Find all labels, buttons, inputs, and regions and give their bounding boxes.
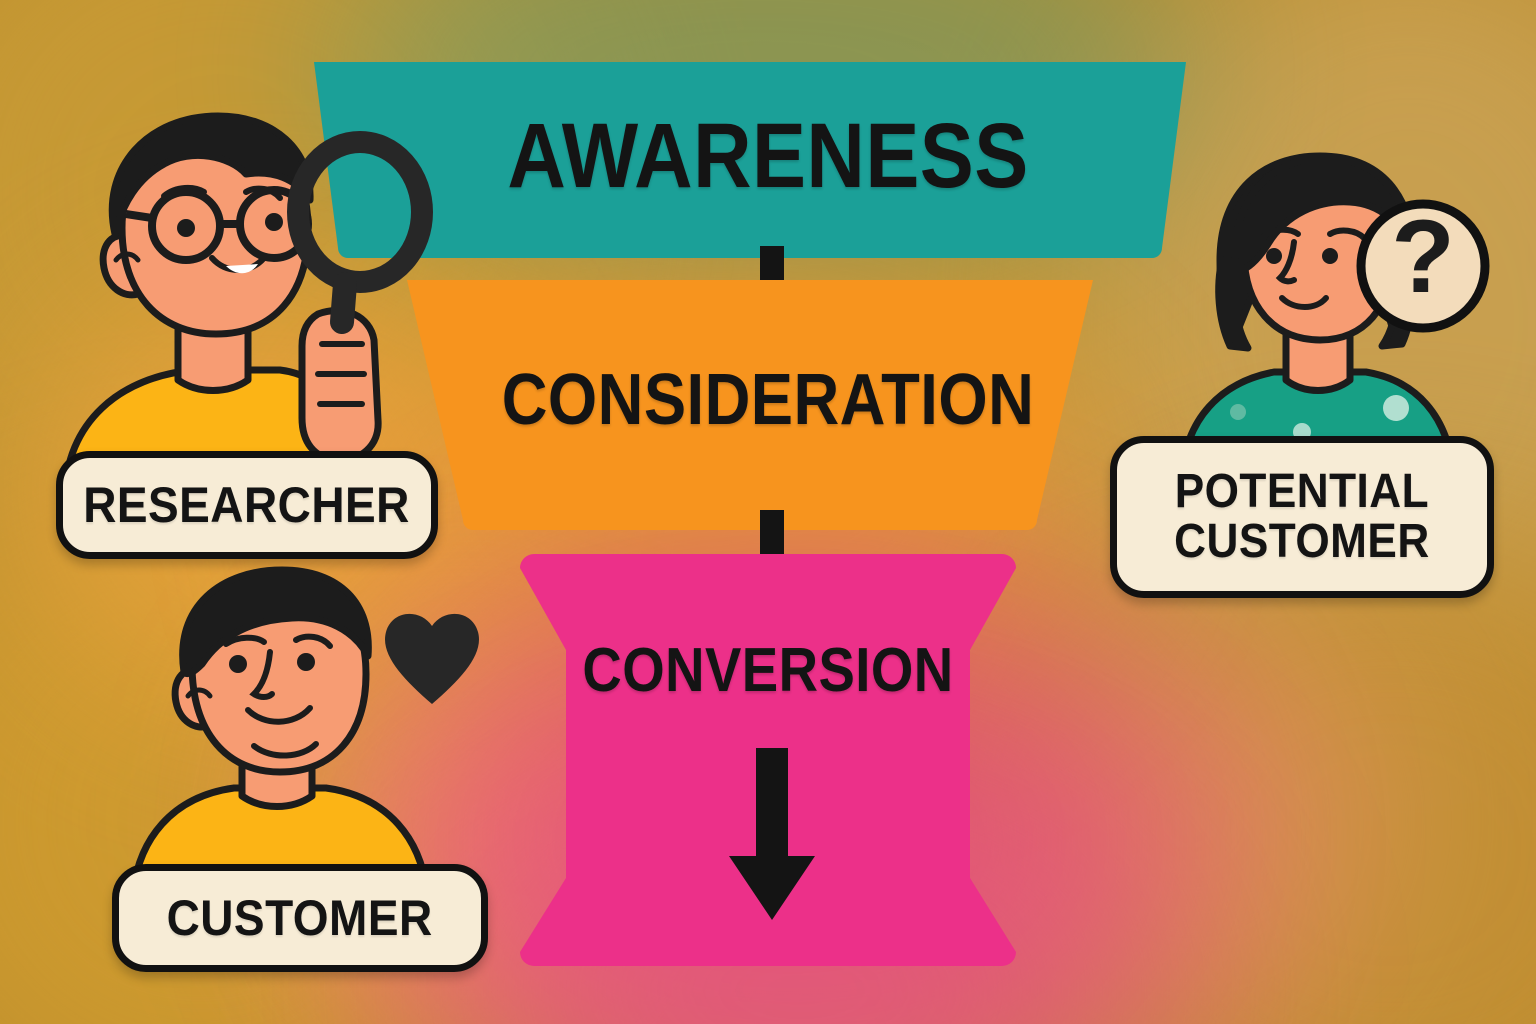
question-mark-bubble-icon: ?	[1356, 199, 1490, 333]
arrow-down-icon-conversion-outflow	[722, 748, 822, 924]
funnel-stage-conversion-label: CONVERSION	[582, 636, 954, 705]
potential-customer-avatar: ?	[1178, 150, 1508, 484]
potential-customer-nameplate-label: POTENTIAL CUSTOMER	[1174, 467, 1430, 567]
customer-avatar	[128, 566, 490, 912]
magnifying-glass-icon	[287, 131, 433, 334]
heart-icon	[385, 613, 479, 704]
svg-text:?: ?	[1391, 199, 1455, 315]
researcher-nameplate-label: RESEARCHER	[83, 477, 411, 533]
potential-customer-nameplate-line1: POTENTIAL	[1174, 465, 1430, 519]
potential-customer-nameplate[interactable]: POTENTIAL CUSTOMER	[1110, 436, 1494, 598]
funnel-stage-consideration[interactable]	[395, 280, 1105, 530]
customer-nameplate[interactable]: CUSTOMER	[112, 864, 488, 972]
funnel-stage-consideration-label: CONSIDERATION	[501, 360, 1035, 440]
funnel-stage-awareness[interactable]	[300, 62, 1200, 258]
funnel-stage-awareness-label: AWARENESS	[507, 105, 1029, 207]
researcher-nameplate[interactable]: RESEARCHER	[56, 451, 438, 559]
researcher-avatar	[60, 108, 460, 502]
potential-customer-nameplate-line2: CUSTOMER	[1174, 515, 1430, 568]
customer-nameplate-label: CUSTOMER	[166, 890, 434, 946]
